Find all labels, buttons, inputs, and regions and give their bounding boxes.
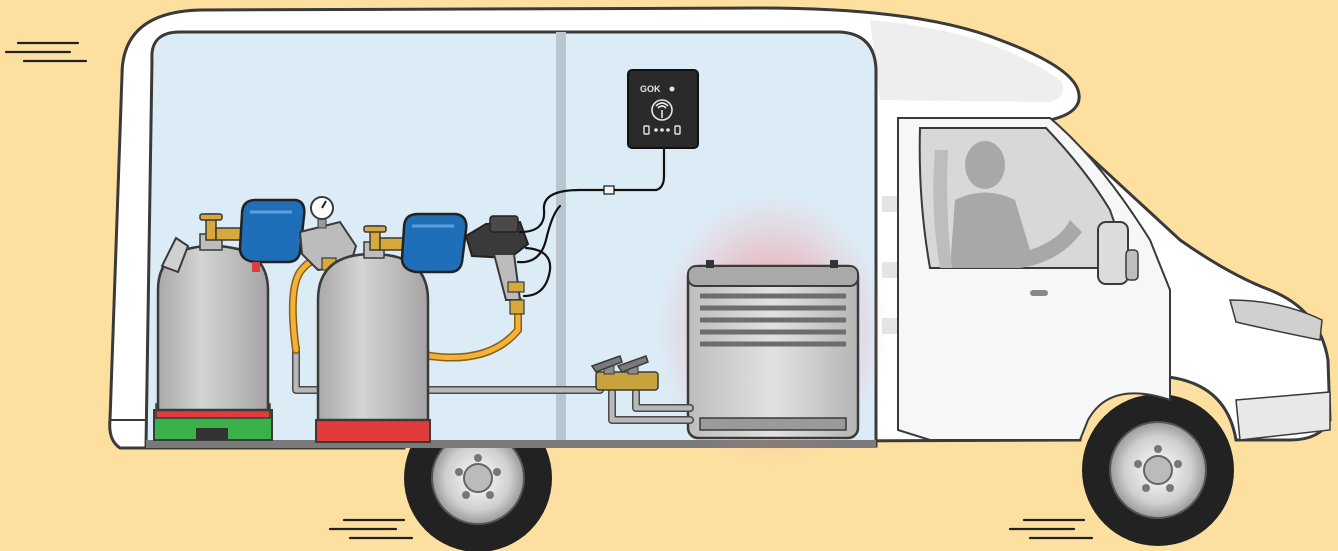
partition-wall	[556, 32, 566, 446]
control-panel: GOK	[628, 70, 698, 148]
control-panel-brand: GOK	[640, 84, 661, 94]
gas-heater	[688, 260, 858, 438]
door-handle	[1030, 290, 1048, 296]
front-wheel	[1082, 394, 1234, 546]
cable-connector	[604, 186, 614, 194]
